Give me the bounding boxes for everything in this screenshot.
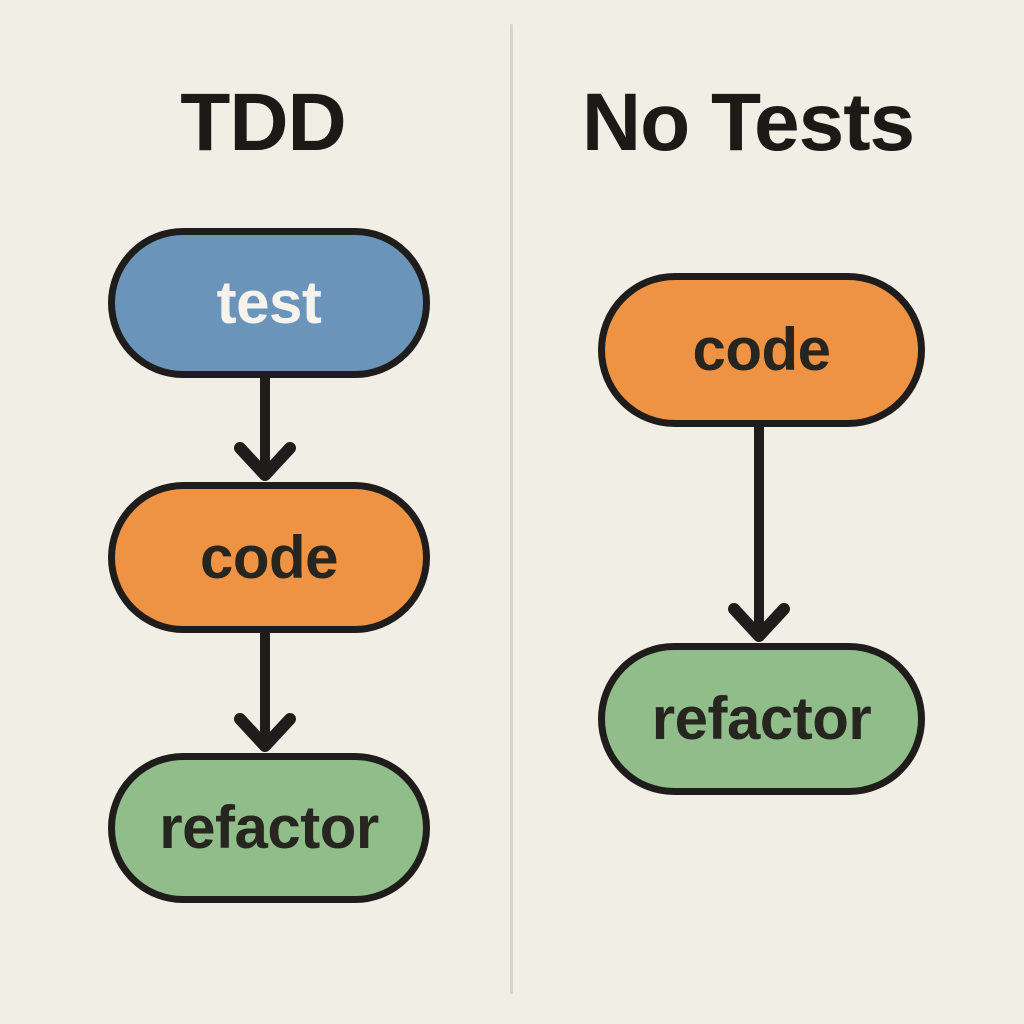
node-test: test [108,228,430,378]
node-code-right-label: code [692,316,831,383]
node-code-left-label: code [199,523,339,591]
node-code-right: code [598,273,925,427]
arrow-code-to-refactor-right [728,427,790,642]
node-refactor-left: refactor [108,753,430,903]
node-refactor-right: refactor [598,643,925,795]
column-divider-line [510,24,513,994]
arrow-code-to-refactor-left [234,633,296,752]
node-code-left: code [108,482,430,633]
right-column-title: No Tests [581,77,915,168]
left-column-title: TDD [180,77,347,168]
arrow-test-to-code [234,378,296,481]
node-test-label: test [216,269,322,336]
node-refactor-right-label: refactor [651,685,872,752]
node-refactor-left-label: refactor [159,794,379,861]
